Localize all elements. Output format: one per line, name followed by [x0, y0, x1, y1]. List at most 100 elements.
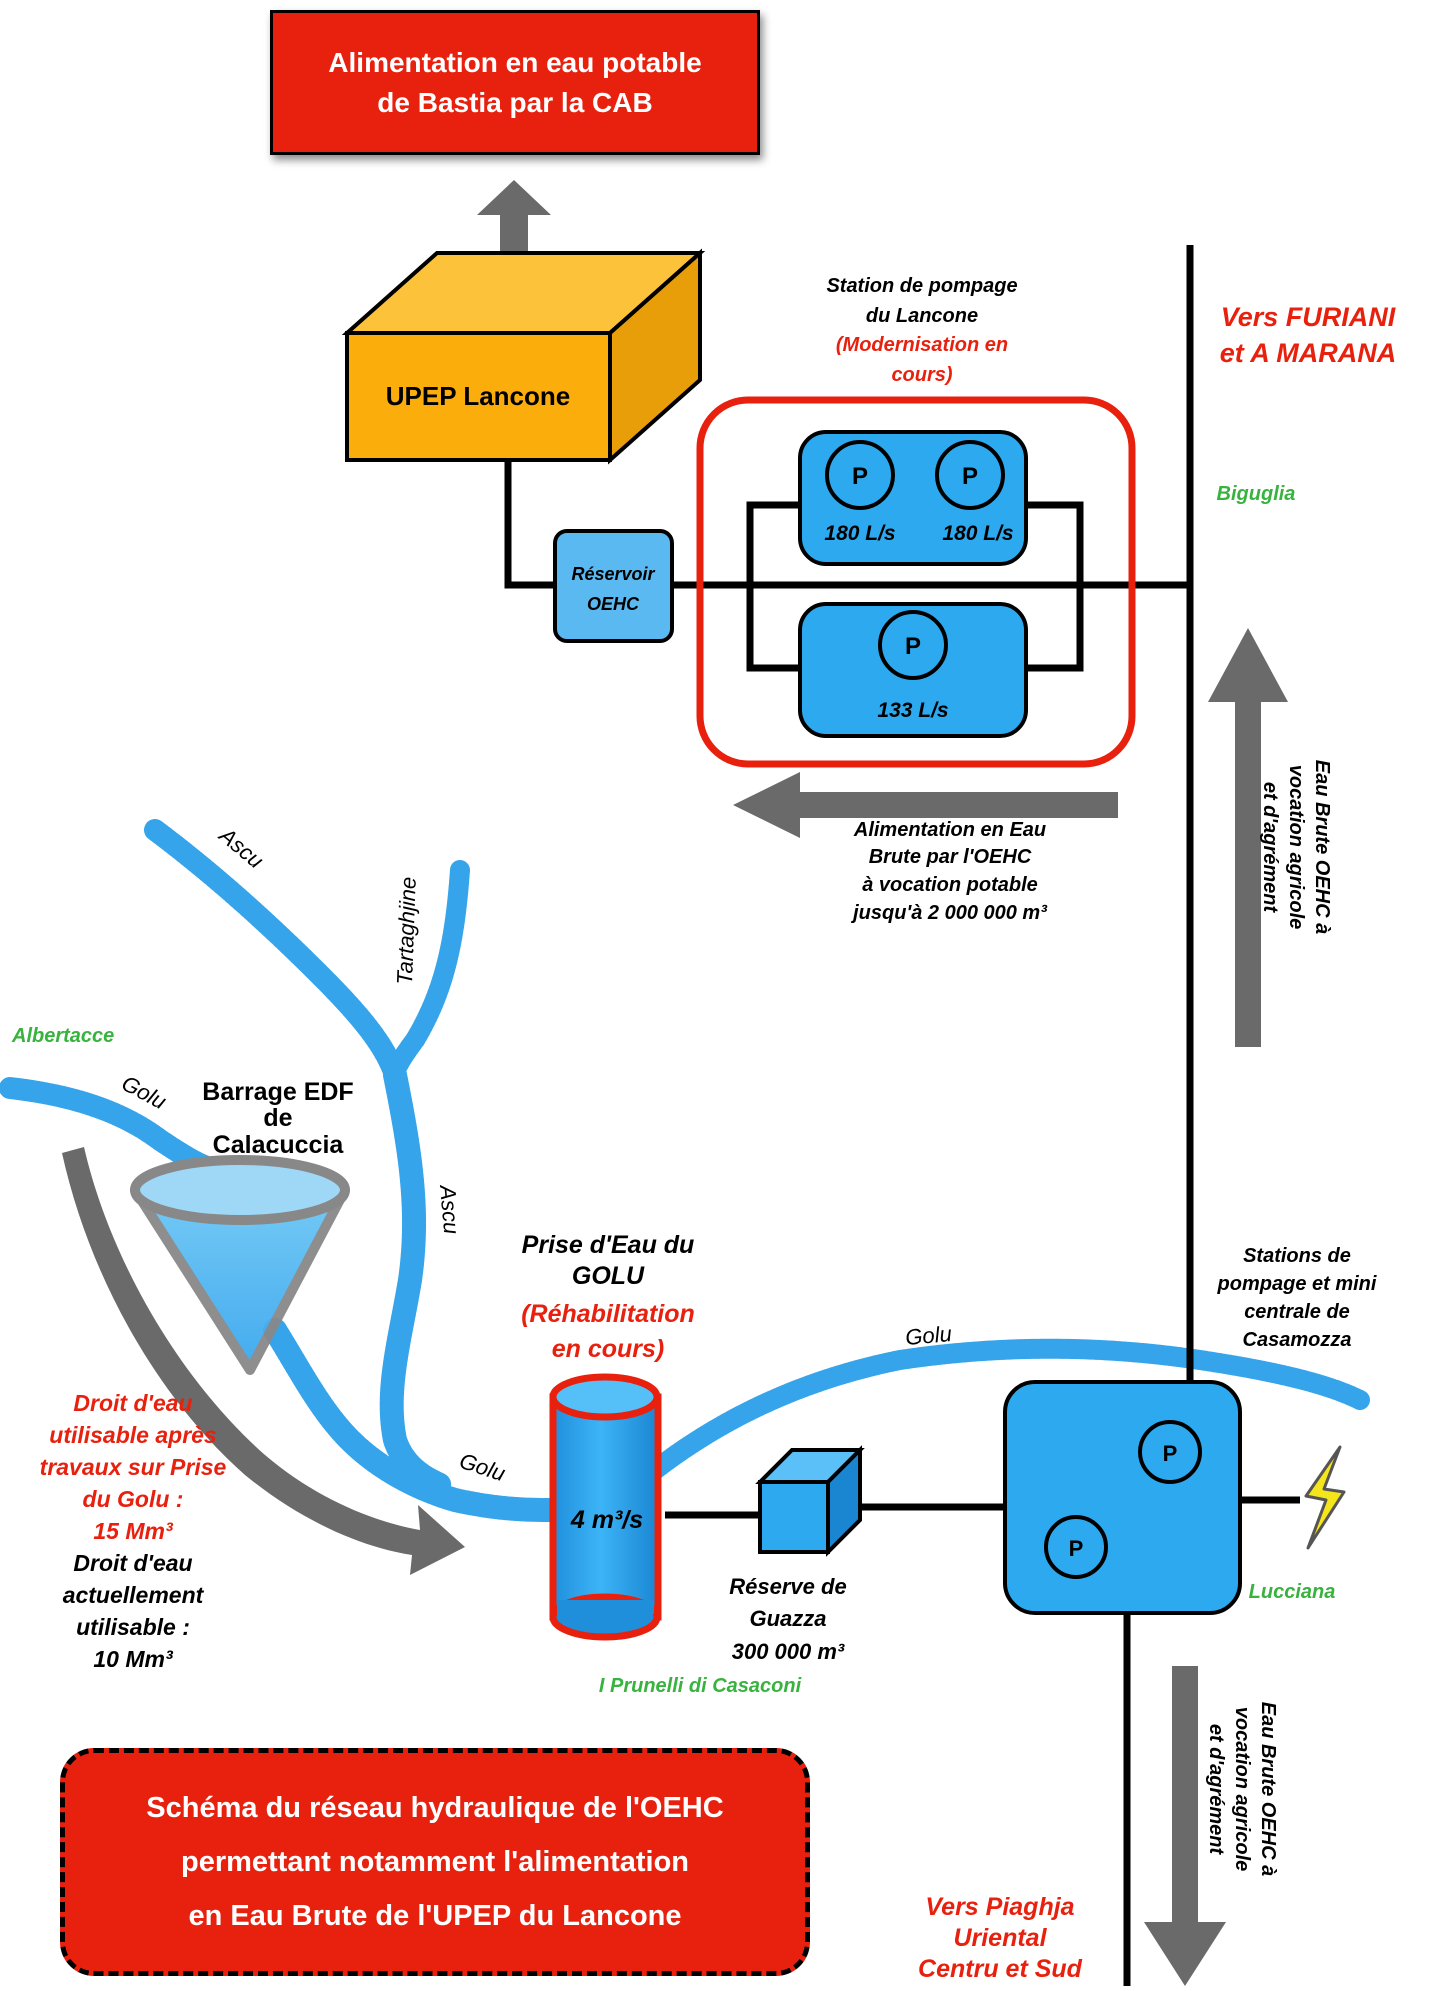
- river-golu-from-dam: [263, 1318, 567, 1522]
- arrow-water-rights: [62, 1147, 465, 1575]
- feed-note-3: à vocation potable: [862, 874, 1038, 896]
- upep-label: UPEP Lancone: [386, 381, 570, 411]
- pump-lancone-3: P: [878, 610, 948, 680]
- pump-symbol: P: [1163, 1441, 1178, 1466]
- place-lucciana: Lucciana: [1249, 1581, 1336, 1603]
- lightning-icon: [1304, 1445, 1346, 1550]
- water-right-line: 15 Mm³: [93, 1518, 174, 1544]
- water-right-line: utilisable après: [49, 1422, 216, 1448]
- intake-capacity: 4 m³/s: [570, 1506, 643, 1534]
- lancone-station: P P P 180 L/s 180 L/s 133 L/s Station de…: [696, 275, 1136, 768]
- title-line-2: de Bastia par la CAB: [377, 86, 653, 118]
- flow-arrows: [62, 180, 1288, 1986]
- pump-casamozza-1: P: [1138, 1420, 1202, 1484]
- pump-casamozza-2: P: [1044, 1515, 1108, 1579]
- south-destination-1: Vers Piaghja: [925, 1893, 1074, 1921]
- legend-line-1: Schéma du réseau hydraulique de l'OEHC: [146, 1792, 724, 1824]
- casamozza-label-4: Casamozza: [1243, 1329, 1352, 1351]
- water-right-line: Droit d'eau: [73, 1390, 192, 1416]
- guazza-reserve: Réserve de Guazza 300 000 m³: [729, 1445, 865, 1664]
- dam-calacuccia: Barrage EDF de Calacuccia: [130, 1078, 354, 1375]
- feed-note-2: Brute par l'OEHC: [869, 846, 1032, 868]
- place-biguglia: Biguglia: [1217, 483, 1296, 505]
- vertical-note-line: Eau Brute OEHC à: [1311, 760, 1333, 934]
- river-label-golu-east: Golu: [904, 1321, 952, 1350]
- reserve-label-3: 300 000 m³: [732, 1639, 845, 1664]
- water-right-line: travaux sur Prise: [40, 1454, 227, 1480]
- station-status-1: (Modernisation en: [836, 334, 1008, 356]
- river-label-tartaghjine: Tartaghjine: [392, 876, 421, 985]
- intake-label-2: GOLU: [572, 1262, 645, 1290]
- intake-label-1: Prise d'Eau du: [522, 1231, 695, 1259]
- legend-line-2: permettant notamment l'alimentation: [180, 1846, 689, 1878]
- river-label-ascu-top: Ascu: [213, 821, 268, 873]
- pump-flow-2: 180 L/s: [942, 522, 1013, 545]
- water-right-line: actuellement: [63, 1582, 205, 1608]
- water-right-line: 10 Mm³: [93, 1646, 174, 1672]
- rivers: [0, 819, 1370, 1522]
- station-title-2: du Lancone: [866, 305, 978, 327]
- intake-status-2: en cours): [552, 1335, 665, 1363]
- title-box-cab: Alimentation en eau potable de Bastia pa…: [270, 10, 760, 155]
- south-destination-3: Centru et Sud: [918, 1955, 1083, 1983]
- legend-line-3: en Eau Brute de l'UPEP du Lancone: [188, 1900, 682, 1932]
- casamozza-label-3: centrale de: [1244, 1301, 1350, 1323]
- water-right-line: Droit d'eau: [73, 1550, 192, 1576]
- reservoir-oehc: Réservoir OEHC: [553, 529, 674, 643]
- casamozza-label-2: pompage et mini: [1217, 1273, 1377, 1295]
- casamozza-label-1: Stations de: [1243, 1245, 1351, 1267]
- reserve-label-2: Guazza: [749, 1606, 826, 1631]
- vertical-note-lower: Eau Brute OEHC à vocation agricole et d'…: [1205, 1702, 1279, 1876]
- north-destination-2: et A MARANA: [1220, 338, 1397, 368]
- river-label-golu-lower: Golu: [456, 1448, 508, 1486]
- reservoir-label-1: Réservoir: [571, 564, 655, 584]
- north-destination-1: Vers FURIANI: [1221, 302, 1396, 332]
- vertical-note-upper: Eau Brute OEHC à vocation agricole et d'…: [1259, 760, 1333, 934]
- river-golu-east: [645, 1338, 1370, 1480]
- golu-intake: 4 m³/s Prise d'Eau du GOLU (Réhabilitati…: [521, 1231, 695, 1641]
- water-rights: Droit d'eau utilisable après travaux sur…: [40, 1390, 227, 1672]
- pump-symbol: P: [1069, 1536, 1084, 1561]
- network-lines: [504, 245, 1300, 1986]
- legend-box: Schéma du réseau hydraulique de l'OEHC p…: [60, 1748, 810, 1976]
- pump-flow-3: 133 L/s: [877, 699, 948, 722]
- dam-label-2: de: [263, 1104, 292, 1132]
- south-destination-2: Uriental: [953, 1924, 1047, 1952]
- arrow-north: [1208, 628, 1288, 1047]
- pump-lancone-2: P: [935, 440, 1005, 510]
- arrow-south: [1144, 1666, 1226, 1986]
- feed-note-1: Alimentation en Eau: [853, 819, 1046, 841]
- pump-symbol: P: [905, 633, 921, 660]
- place-albertacce: Albertacce: [11, 1025, 114, 1047]
- casamozza-station: P P Stations de pompage et mini centrale…: [1003, 1245, 1377, 1615]
- arrow-feed-west: [733, 772, 1118, 838]
- vertical-note-line: vocation agricole: [1231, 1707, 1253, 1872]
- arrow-up-to-cab: [477, 180, 551, 300]
- intake-status-1: (Réhabilitation: [521, 1300, 695, 1328]
- place-prunelli: I Prunelli di Casaconi: [599, 1675, 802, 1697]
- dam-label-1: Barrage EDF: [202, 1078, 353, 1106]
- upep-lancone-box: UPEP Lancone: [341, 248, 706, 465]
- water-right-line: utilisable :: [76, 1614, 190, 1640]
- vertical-note-line: Eau Brute OEHC à: [1257, 1702, 1279, 1876]
- pump-flow-1: 180 L/s: [824, 522, 895, 545]
- dam-label-3: Calacuccia: [213, 1131, 345, 1159]
- feed-note-4: jusqu'à 2 000 000 m³: [850, 902, 1048, 924]
- title-line-1: Alimentation en eau potable: [328, 46, 702, 78]
- river-label-ascu-mid: Ascu: [435, 1182, 464, 1235]
- reserve-label-1: Réserve de: [729, 1574, 846, 1599]
- river-ascu-middle: [379, 1063, 452, 1497]
- pump-symbol: P: [962, 463, 978, 490]
- vertical-note-line: et d'agrément: [1259, 782, 1281, 914]
- pump-lancone-1: P: [825, 440, 895, 510]
- reservoir-label-2: OEHC: [587, 594, 640, 614]
- vertical-note-line: vocation agricole: [1285, 765, 1307, 930]
- river-golu-west: [0, 1077, 226, 1181]
- river-ascu-upper: [144, 819, 406, 1086]
- station-status-2: cours): [891, 364, 952, 386]
- water-right-line: du Golu :: [83, 1486, 184, 1512]
- vertical-note-line: et d'agrément: [1205, 1724, 1227, 1856]
- pump-symbol: P: [852, 463, 868, 490]
- station-title-1: Station de pompage: [826, 275, 1017, 297]
